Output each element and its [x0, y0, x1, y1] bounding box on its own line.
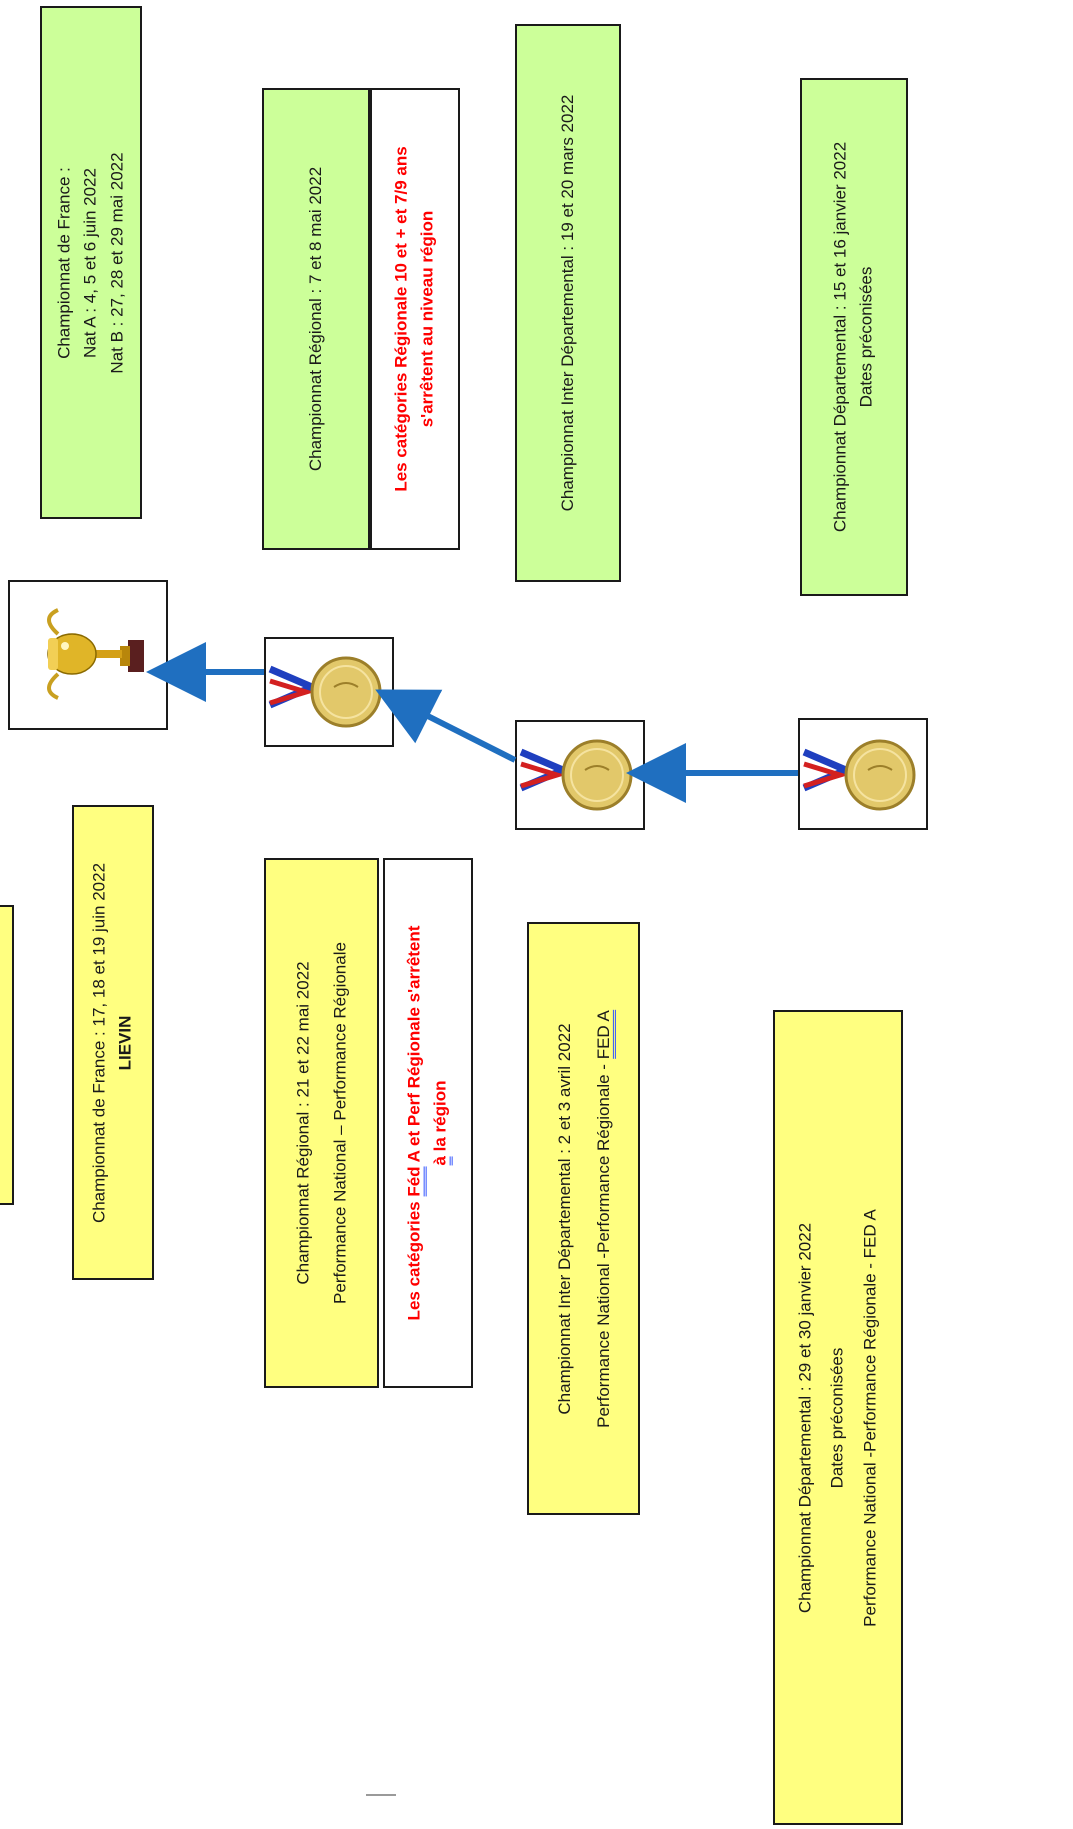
title-championnat-regional-bottom: Championnat Régional : 21 et 22 mai 2022 [293, 961, 313, 1285]
medal-box-departemental [798, 718, 928, 830]
categories-inter-bottom: Performance National -Performance Région… [593, 1058, 613, 1428]
box-championnat-regional-bottom: Championnat Régional : 21 et 22 mai 2022… [264, 858, 379, 1388]
box-championnat-regional-top: Championnat Régional : 7 et 8 mai 2022 [262, 88, 370, 550]
title-championnat-inter-departemental-bottom: Championnat Inter Départemental : 2 et 3… [554, 1022, 574, 1415]
note-part-a-letter: à [431, 1156, 453, 1166]
arrow-inter-to-regional [375, 689, 517, 763]
title-championnat-departemental-bottom: Championnat Départemental : 29 et 30 jan… [795, 1222, 815, 1613]
box-championnat-inter-departemental-top: Championnat Inter Départemental : 19 et … [515, 24, 621, 582]
medal-icon-departemental [802, 739, 916, 811]
categories-departemental-bottom: Performance National -Performance Région… [860, 1208, 880, 1627]
box-championnat-departemental-top: Championnat Départemental : 15 et 16 jan… [800, 78, 908, 596]
note-box-regional-bottom: Les catégories Féd A et Perf Régionale s… [383, 858, 473, 1388]
note-part-b: A et Perf Régionale s'arrêtent [404, 925, 424, 1167]
trophy-icon [47, 608, 144, 700]
location-lievin: LIEVIN [116, 1015, 135, 1070]
note-part-a: Les catégories [404, 1196, 424, 1321]
dates-preconisees-bottom: Dates préconisées [827, 1347, 847, 1488]
note-box-regional-top: Les catégories Régionale 10 et + et 7/9 … [370, 88, 460, 550]
medal-box-inter-departemental [515, 720, 645, 830]
box-partial-left [0, 905, 14, 1205]
box-championnat-france-bottom: Championnat de France : 17, 18 et 19 jui… [72, 805, 154, 1280]
categories-regional-bottom: Performance National – Performance Régio… [330, 942, 350, 1304]
title-championnat-france-bottom: Championnat de France : 17, 18 et 19 jui… [89, 862, 109, 1223]
note-part-fed: Féd [404, 1166, 427, 1197]
page-marker [366, 1794, 396, 1796]
categories-inter-fed: FED A [593, 1009, 616, 1059]
note-part-c: la région [431, 1080, 450, 1157]
box-championnat-france-top: Championnat de France : Nat A : 4, 5 et … [40, 6, 142, 519]
trophy-box [8, 580, 168, 730]
medal-box-regional [264, 637, 394, 747]
box-championnat-inter-departemental-bottom: Championnat Inter Départemental : 2 et 3… [527, 922, 640, 1515]
box-championnat-departemental-bottom: Championnat Départemental : 29 et 30 jan… [773, 1010, 903, 1825]
